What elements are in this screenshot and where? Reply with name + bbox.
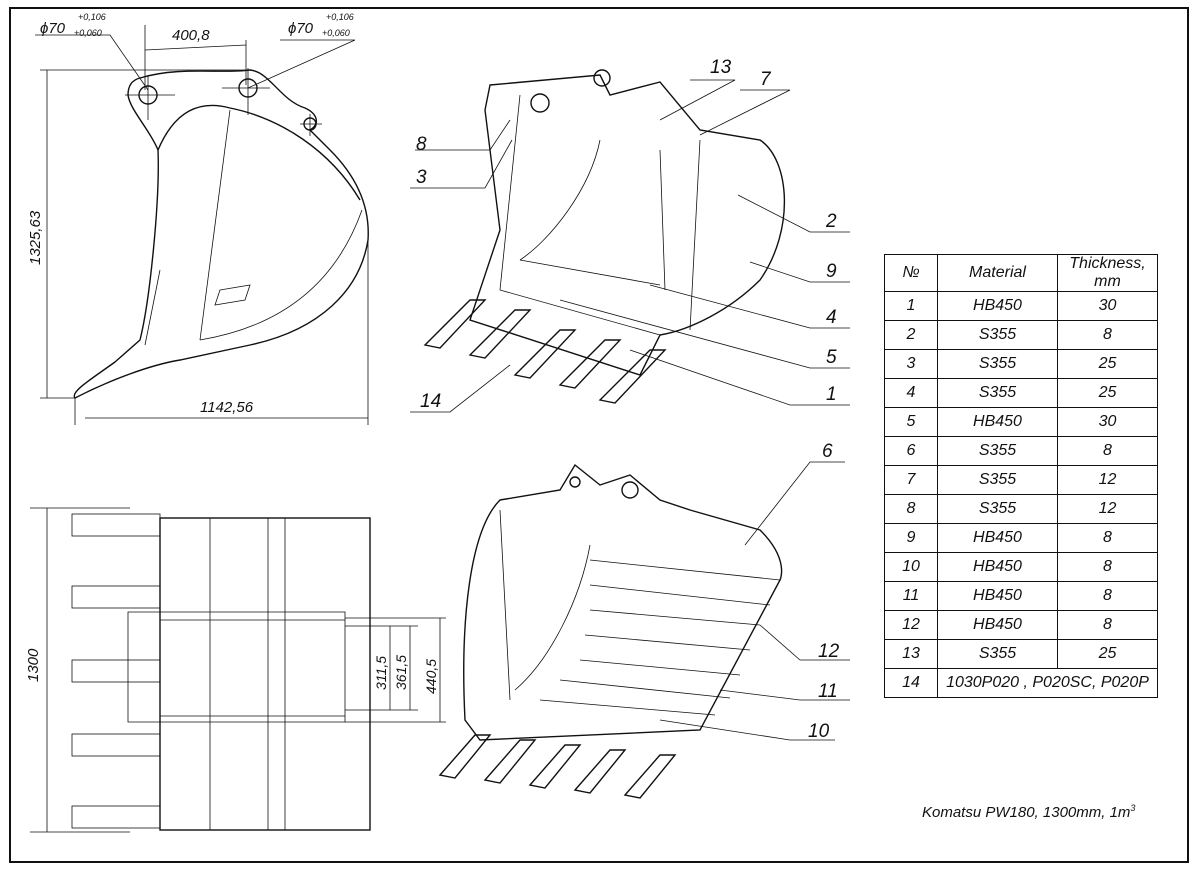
- cell-number: 2: [884, 320, 938, 350]
- cell-number: 10: [884, 552, 938, 582]
- cell-thickness: 25: [1057, 639, 1158, 669]
- cell-material: HB450: [937, 407, 1058, 437]
- cell-number: 1: [884, 291, 938, 321]
- table-header-row: № Material Thickness, mm: [884, 254, 1158, 292]
- caption: Komatsu PW180, 1300mm, 1m3: [922, 803, 1135, 821]
- callout-3: 3: [416, 167, 427, 188]
- cell-number: 11: [884, 581, 938, 611]
- dim-311-5: 311,5: [373, 656, 389, 690]
- callout-14: 14: [420, 391, 441, 412]
- cell-number: 12: [884, 610, 938, 640]
- cell-number: 13: [884, 639, 938, 669]
- hole-right-tol-lower: +0,060: [322, 28, 350, 38]
- cell-thickness: 8: [1057, 436, 1158, 466]
- cell-thickness: 8: [1057, 552, 1158, 582]
- callout-13: 13: [710, 57, 732, 78]
- callout-5: 5: [826, 347, 837, 368]
- part-callouts: 1 2 3 4 5 6 7 8 9 10 11 12 13 14: [416, 57, 840, 742]
- callout-4: 4: [826, 307, 837, 328]
- cell-material: S355: [937, 436, 1058, 466]
- cell-material: S355: [937, 320, 1058, 350]
- cell-number: 7: [884, 465, 938, 495]
- cell-thickness: 25: [1057, 378, 1158, 408]
- top-view: [30, 507, 446, 833]
- header-material: Material: [937, 254, 1058, 292]
- dim-440-5: 440,5: [423, 659, 439, 694]
- width-dim: 1300: [25, 648, 42, 682]
- cell-number: 8: [884, 494, 938, 524]
- cell-thickness: 30: [1057, 407, 1158, 437]
- cell-number: 14: [884, 668, 938, 698]
- callout-7: 7: [760, 69, 772, 90]
- cell-material: HB450: [937, 291, 1058, 321]
- length-dim: 1142,56: [200, 399, 254, 416]
- callout-2: 2: [825, 211, 837, 232]
- drawing-frame: [9, 7, 1189, 863]
- height-dim: 1325,63: [27, 210, 44, 265]
- cell-thickness: 30: [1057, 291, 1158, 321]
- callout-12: 12: [818, 641, 840, 662]
- callout-1: 1: [826, 384, 837, 405]
- dim-361-5: 361,5: [393, 655, 409, 690]
- table-row: 14 1030P020 , P020SC, P020P: [884, 668, 1158, 698]
- callout-11: 11: [818, 681, 838, 702]
- caption-superscript: 3: [1130, 803, 1136, 813]
- header-number: №: [884, 254, 938, 292]
- cell-thickness: 8: [1057, 581, 1158, 611]
- cell-material: S355: [937, 378, 1058, 408]
- callout-9: 9: [826, 261, 837, 282]
- callout-6: 6: [822, 441, 833, 462]
- cell-thickness: 12: [1057, 494, 1158, 524]
- header-thickness: Thickness, mm: [1057, 254, 1158, 292]
- hole-left-tol-upper: +0,106: [78, 12, 106, 22]
- cell-material: S355: [937, 349, 1058, 379]
- cell-thickness: 25: [1057, 349, 1158, 379]
- side-view: [35, 25, 369, 425]
- cell-material: S355: [937, 639, 1058, 669]
- hole-left-diameter: ϕ70: [40, 20, 66, 37]
- cell-material: HB450: [937, 610, 1058, 640]
- pin-distance-dim: 400,8: [172, 27, 210, 44]
- cell-material: S355: [937, 494, 1058, 524]
- cell-material: S355: [937, 465, 1058, 495]
- callout-10: 10: [808, 721, 830, 742]
- cell-material: HB450: [937, 581, 1058, 611]
- cell-thickness: 8: [1057, 523, 1158, 553]
- cell-number: 4: [884, 378, 938, 408]
- cell-thickness: 8: [1057, 320, 1158, 350]
- cell-teeth-codes: 1030P020 , P020SC, P020P: [937, 668, 1158, 698]
- isometric-front-view: [410, 69, 850, 413]
- hole-left-tol-lower: +0,060: [74, 28, 102, 38]
- cell-number: 9: [884, 523, 938, 553]
- cell-thickness: 8: [1057, 610, 1158, 640]
- isometric-rear-view: [438, 461, 850, 799]
- hole-right-tol-upper: +0,106: [326, 12, 354, 22]
- cell-material: HB450: [937, 523, 1058, 553]
- cell-material: HB450: [937, 552, 1058, 582]
- cell-number: 3: [884, 349, 938, 379]
- callout-8: 8: [416, 134, 427, 155]
- caption-text: Komatsu PW180, 1300mm, 1m: [922, 804, 1131, 821]
- cell-number: 5: [884, 407, 938, 437]
- hole-right-diameter: ϕ70: [288, 20, 314, 37]
- cell-thickness: 12: [1057, 465, 1158, 495]
- cell-number: 6: [884, 436, 938, 466]
